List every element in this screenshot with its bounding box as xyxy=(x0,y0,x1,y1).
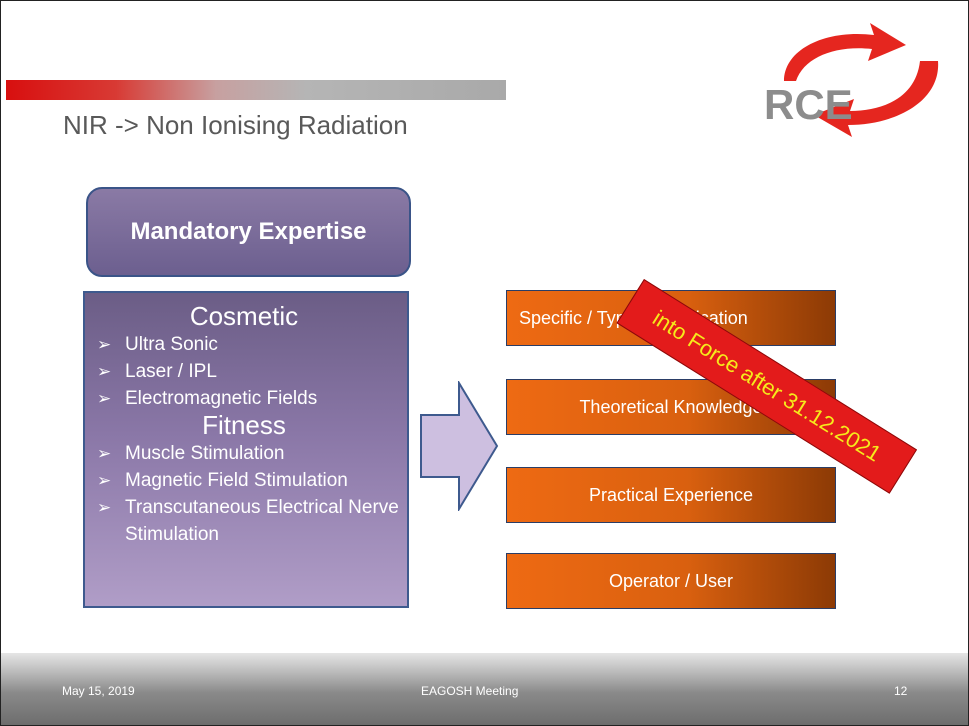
title-accent-bar xyxy=(6,80,506,100)
arrow-bullet-icon: ➢ xyxy=(97,335,112,354)
arrow-bullet-icon: ➢ xyxy=(97,444,112,463)
list-item: ➢Ultra Sonic xyxy=(95,331,407,358)
right-arrow-icon xyxy=(419,379,499,513)
fitness-heading: Fitness xyxy=(202,410,286,440)
footer-date: May 15, 2019 xyxy=(62,684,135,698)
cosmetic-heading: Cosmetic xyxy=(189,301,299,331)
mandatory-expertise-box: Mandatory Expertise xyxy=(86,187,411,277)
mandatory-expertise-label: Mandatory Expertise xyxy=(130,218,367,245)
list-item: ➢Muscle Stimulation xyxy=(95,440,407,467)
requirement-box-operator: Operator / User xyxy=(506,553,836,609)
footer-bar: May 15, 2019 EAGOSH Meeting 12 xyxy=(1,653,968,725)
cosmetic-list: ➢Ultra Sonic ➢Laser / IPL ➢Electromagnet… xyxy=(95,331,407,412)
arrow-bullet-icon: ➢ xyxy=(97,362,112,381)
fitness-list: ➢Muscle Stimulation ➢Magnetic Field Stim… xyxy=(95,440,407,548)
logo-text: RCE xyxy=(764,81,853,128)
requirement-label: Operator / User xyxy=(608,570,734,591)
rce-logo: RCE xyxy=(756,21,951,141)
slide-title: NIR -> Non Ionising Radiation xyxy=(63,110,408,140)
arrow-bullet-icon: ➢ xyxy=(97,498,112,517)
requirement-label: Theoretical Knowledge xyxy=(579,396,763,417)
logo-arrows-icon xyxy=(784,23,939,137)
list-item: ➢Magnetic Field Stimulation xyxy=(95,467,407,494)
requirement-box-practical: Practical Experience xyxy=(506,467,836,523)
requirement-label: Practical Experience xyxy=(588,484,754,505)
footer-meeting: EAGOSH Meeting xyxy=(421,684,519,698)
page-number: 12 xyxy=(894,684,908,698)
list-item: ➢Electromagnetic Fields xyxy=(95,385,407,412)
arrow-bullet-icon: ➢ xyxy=(97,471,112,490)
list-item: ➢Transcutaneous Electrical Nerve Stimula… xyxy=(95,494,407,548)
list-item: ➢Laser / IPL xyxy=(95,358,407,385)
categories-box: Cosmetic ➢Ultra Sonic ➢Laser / IPL ➢Elec… xyxy=(83,291,409,608)
arrow-bullet-icon: ➢ xyxy=(97,389,112,408)
